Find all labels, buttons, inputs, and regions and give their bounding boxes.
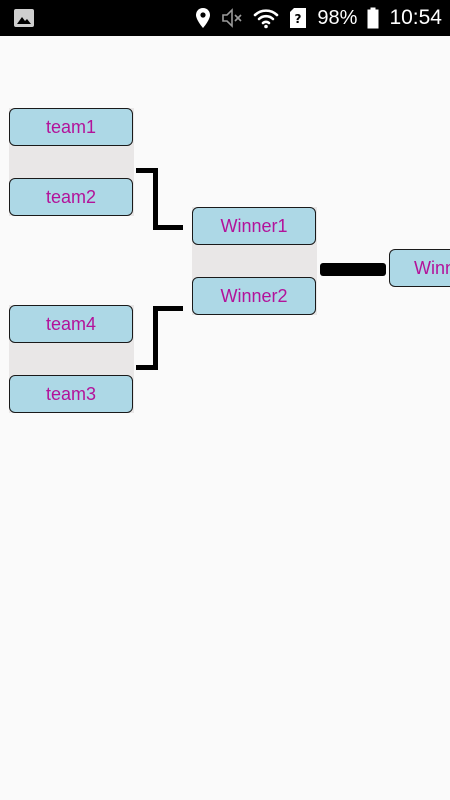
battery-icon xyxy=(367,7,379,29)
status-icons: ? 98% 10:54 xyxy=(195,0,442,36)
team-box-winner1[interactable]: Winner1 xyxy=(192,207,316,245)
sim-unknown-icon: ? xyxy=(289,7,307,29)
location-icon xyxy=(195,7,211,29)
clock: 10:54 xyxy=(389,6,442,29)
team-box-final[interactable]: Winn xyxy=(389,249,450,287)
team-box-team2[interactable]: team2 xyxy=(9,178,133,216)
team-box-team4[interactable]: team4 xyxy=(9,305,133,343)
team-box-team3[interactable]: team3 xyxy=(9,375,133,413)
bracket-connector-final xyxy=(320,263,386,276)
team-box-winner2[interactable]: Winner2 xyxy=(192,277,316,315)
image-icon xyxy=(12,7,36,29)
status-bar: ? 98% 10:54 xyxy=(0,0,450,36)
wifi-icon xyxy=(253,7,279,29)
team-box-team1[interactable]: team1 xyxy=(9,108,133,146)
svg-text:?: ? xyxy=(295,12,302,26)
mute-icon xyxy=(221,7,243,29)
battery-percent: 98% xyxy=(317,7,358,29)
